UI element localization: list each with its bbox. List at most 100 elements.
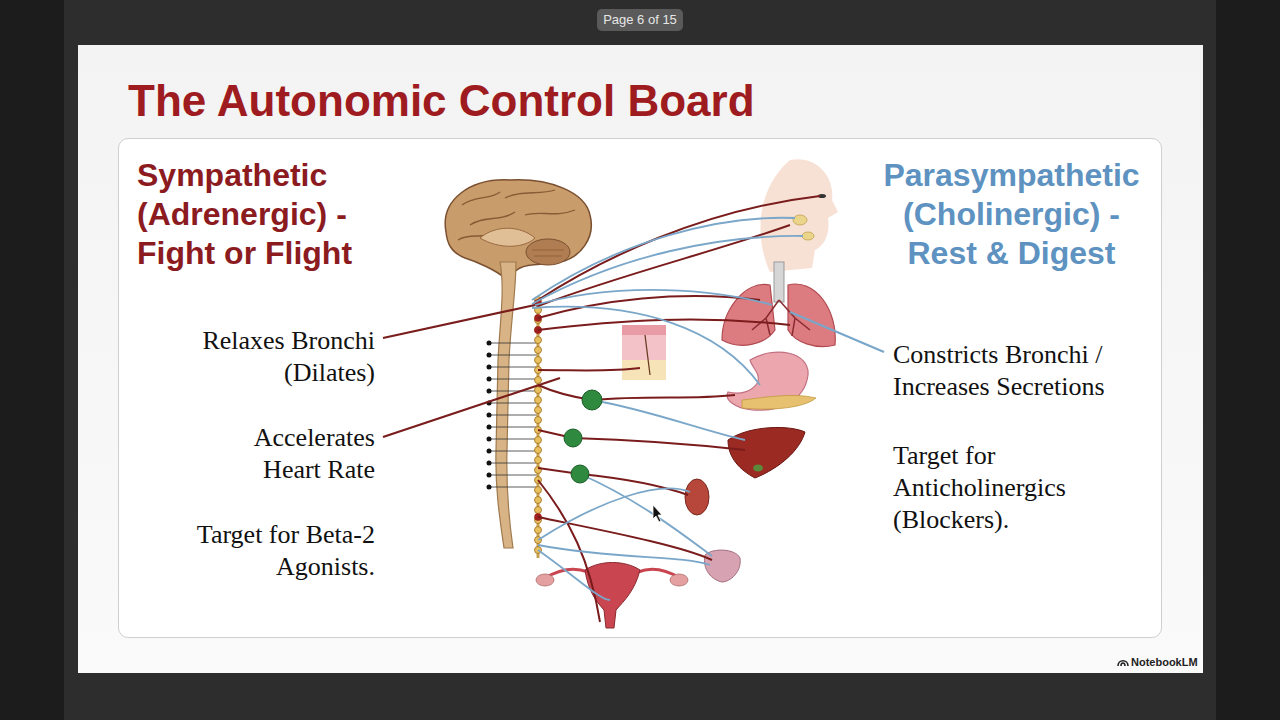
- leader-line: [383, 305, 535, 338]
- brain: [445, 180, 591, 278]
- sympathetic-chain: [535, 327, 542, 334]
- parasympathetic-nerve: [538, 545, 710, 565]
- content-panel: Sympathetic (Adrenergic) - Fight or Flig…: [118, 138, 1162, 638]
- spinal-cord: [490, 451, 538, 452]
- spinal-cord: [487, 401, 492, 406]
- uterus: [545, 569, 680, 578]
- leader-line: [383, 378, 560, 437]
- sympathetic-nerve: [538, 385, 592, 400]
- spinal-cord: [487, 365, 492, 370]
- watermark-icon: [1118, 661, 1128, 666]
- sympathetic-chain: [535, 487, 542, 494]
- sympathetic-chain: [535, 297, 542, 304]
- skin-section: [645, 335, 650, 375]
- uterus: [670, 574, 688, 586]
- sympathetic-chain: [535, 417, 542, 424]
- leader-line: [383, 305, 884, 437]
- spinal-cord: [490, 475, 538, 476]
- spinal-cord: [487, 262, 539, 548]
- uterus: [585, 563, 640, 629]
- leader-line: [790, 312, 884, 352]
- stomach: [727, 352, 808, 410]
- kidney: [685, 479, 709, 515]
- sympathetic-nerve: [538, 320, 790, 330]
- sympathetic-nerve: [592, 395, 735, 400]
- sympathetic-chain: [534, 299, 542, 307]
- sympathetic-chain: [535, 317, 542, 324]
- parasympathetic-nerve: [538, 489, 690, 540]
- watermark-icon: [1121, 663, 1125, 666]
- sympathetic-nerve: [538, 430, 573, 438]
- skin-section: [622, 325, 666, 380]
- sympathetic-chain: [534, 513, 542, 521]
- sympathetic-chain: [535, 337, 542, 344]
- spinal-cord: [496, 262, 516, 548]
- sympathetic-chain: [537, 298, 540, 558]
- drug-target-note: Target for Anticholinergics (Blockers).: [893, 440, 1108, 536]
- sympathetic-nerve: [538, 517, 712, 560]
- sympathetic-chain: [534, 314, 542, 322]
- sympathetic-nerve: [573, 438, 745, 450]
- parasympathetic-nerve: [592, 400, 745, 440]
- parasympathetic-nerve: [532, 218, 795, 300]
- parasympathetic-nerve: [532, 218, 803, 600]
- brain: [445, 180, 591, 278]
- head-profile: [760, 159, 838, 272]
- parasympathetic-nerve: [532, 290, 772, 306]
- spinal-cord: [490, 463, 538, 464]
- spinal-cord: [487, 341, 492, 490]
- watermark-icon: [1118, 661, 1128, 666]
- parasympathetic-nerve: [580, 474, 712, 556]
- lungs: [722, 262, 835, 347]
- sympathetic-nerve: [538, 468, 580, 474]
- lungs: [774, 262, 784, 302]
- sympathetic-chain: [535, 517, 542, 524]
- sympathetic-nerve: [580, 474, 688, 495]
- sympathetic-chain: [534, 299, 542, 521]
- sympathetic-chain: [535, 377, 542, 384]
- parasympathetic-nerve: [538, 550, 610, 600]
- spinal-cord: [487, 425, 492, 430]
- sympathetic-nerve: [538, 480, 600, 622]
- head-profile: [818, 194, 826, 198]
- section-heading: Sympathetic (Adrenergic) - Fight or Flig…: [137, 156, 402, 273]
- spinal-cord: [487, 485, 492, 490]
- sympathetic-chain: [535, 407, 542, 414]
- sympathetic-chain: [535, 347, 542, 354]
- sympathetic-chain: [534, 297, 542, 559]
- effect-note: Accelerates Heart Rate: [215, 422, 375, 486]
- bladder: [704, 550, 740, 582]
- sympathetic-chain: [534, 326, 542, 334]
- spinal-cord: [490, 355, 538, 356]
- page-number: Page 6 of 15: [597, 9, 683, 31]
- effect-note: Constricts Bronchi / Increases Secretion…: [893, 339, 1148, 403]
- uterus: [536, 574, 554, 586]
- sympathetic-chain: [535, 387, 542, 394]
- sympathetic-chain: [535, 467, 542, 474]
- parasympathetic-nerve: [532, 236, 803, 304]
- skin-section: [622, 325, 666, 380]
- spinal-cord: [490, 343, 538, 344]
- kidney: [685, 479, 709, 515]
- sympathetic-nerve: [538, 368, 640, 371]
- sympathetic-chain: [535, 367, 542, 374]
- sympathetic-chain: [535, 477, 542, 484]
- spinal-cord: [487, 377, 492, 382]
- sympathetic-chain: [535, 437, 542, 444]
- spinal-cord: [490, 391, 538, 392]
- ganglion: [582, 390, 602, 410]
- sympathetic-nerve: [538, 196, 820, 300]
- spinal-cord: [487, 353, 492, 358]
- ganglion: [564, 390, 602, 483]
- spinal-cord: [490, 403, 538, 404]
- sympathetic-chain: [535, 547, 542, 554]
- watermark: NotebookLM: [1131, 655, 1198, 669]
- sympathetic-chain: [535, 357, 542, 364]
- ganglion: [564, 429, 582, 447]
- stomach: [742, 395, 816, 409]
- spinal-cord: [490, 343, 538, 487]
- sympathetic-chain: [535, 537, 542, 544]
- ganglion: [571, 465, 589, 483]
- spinal-cord: [490, 427, 538, 428]
